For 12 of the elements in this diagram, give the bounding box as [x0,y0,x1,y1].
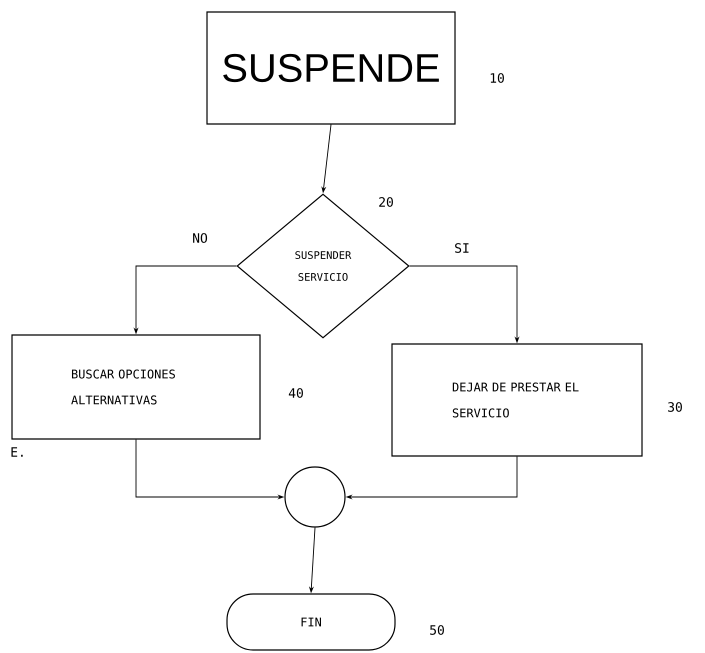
edge-label: NO [191,232,209,244]
process-box: SUSPENDE [206,11,456,125]
step-number: 40 [288,388,303,398]
connector-circle [284,466,346,528]
step-number: 50 [430,625,444,635]
terminal-box: FIN [226,593,396,651]
step-number: 10 [490,73,504,83]
edge-label: SI [453,242,471,254]
step-number: 30 [668,402,682,412]
process-box: BUSCAR OPCIONES ALTERNATIVAS [11,334,261,440]
step-number: 20 [379,197,393,207]
process-box: DEJAR DE PRESTAR EL SERVICIO [391,343,643,457]
